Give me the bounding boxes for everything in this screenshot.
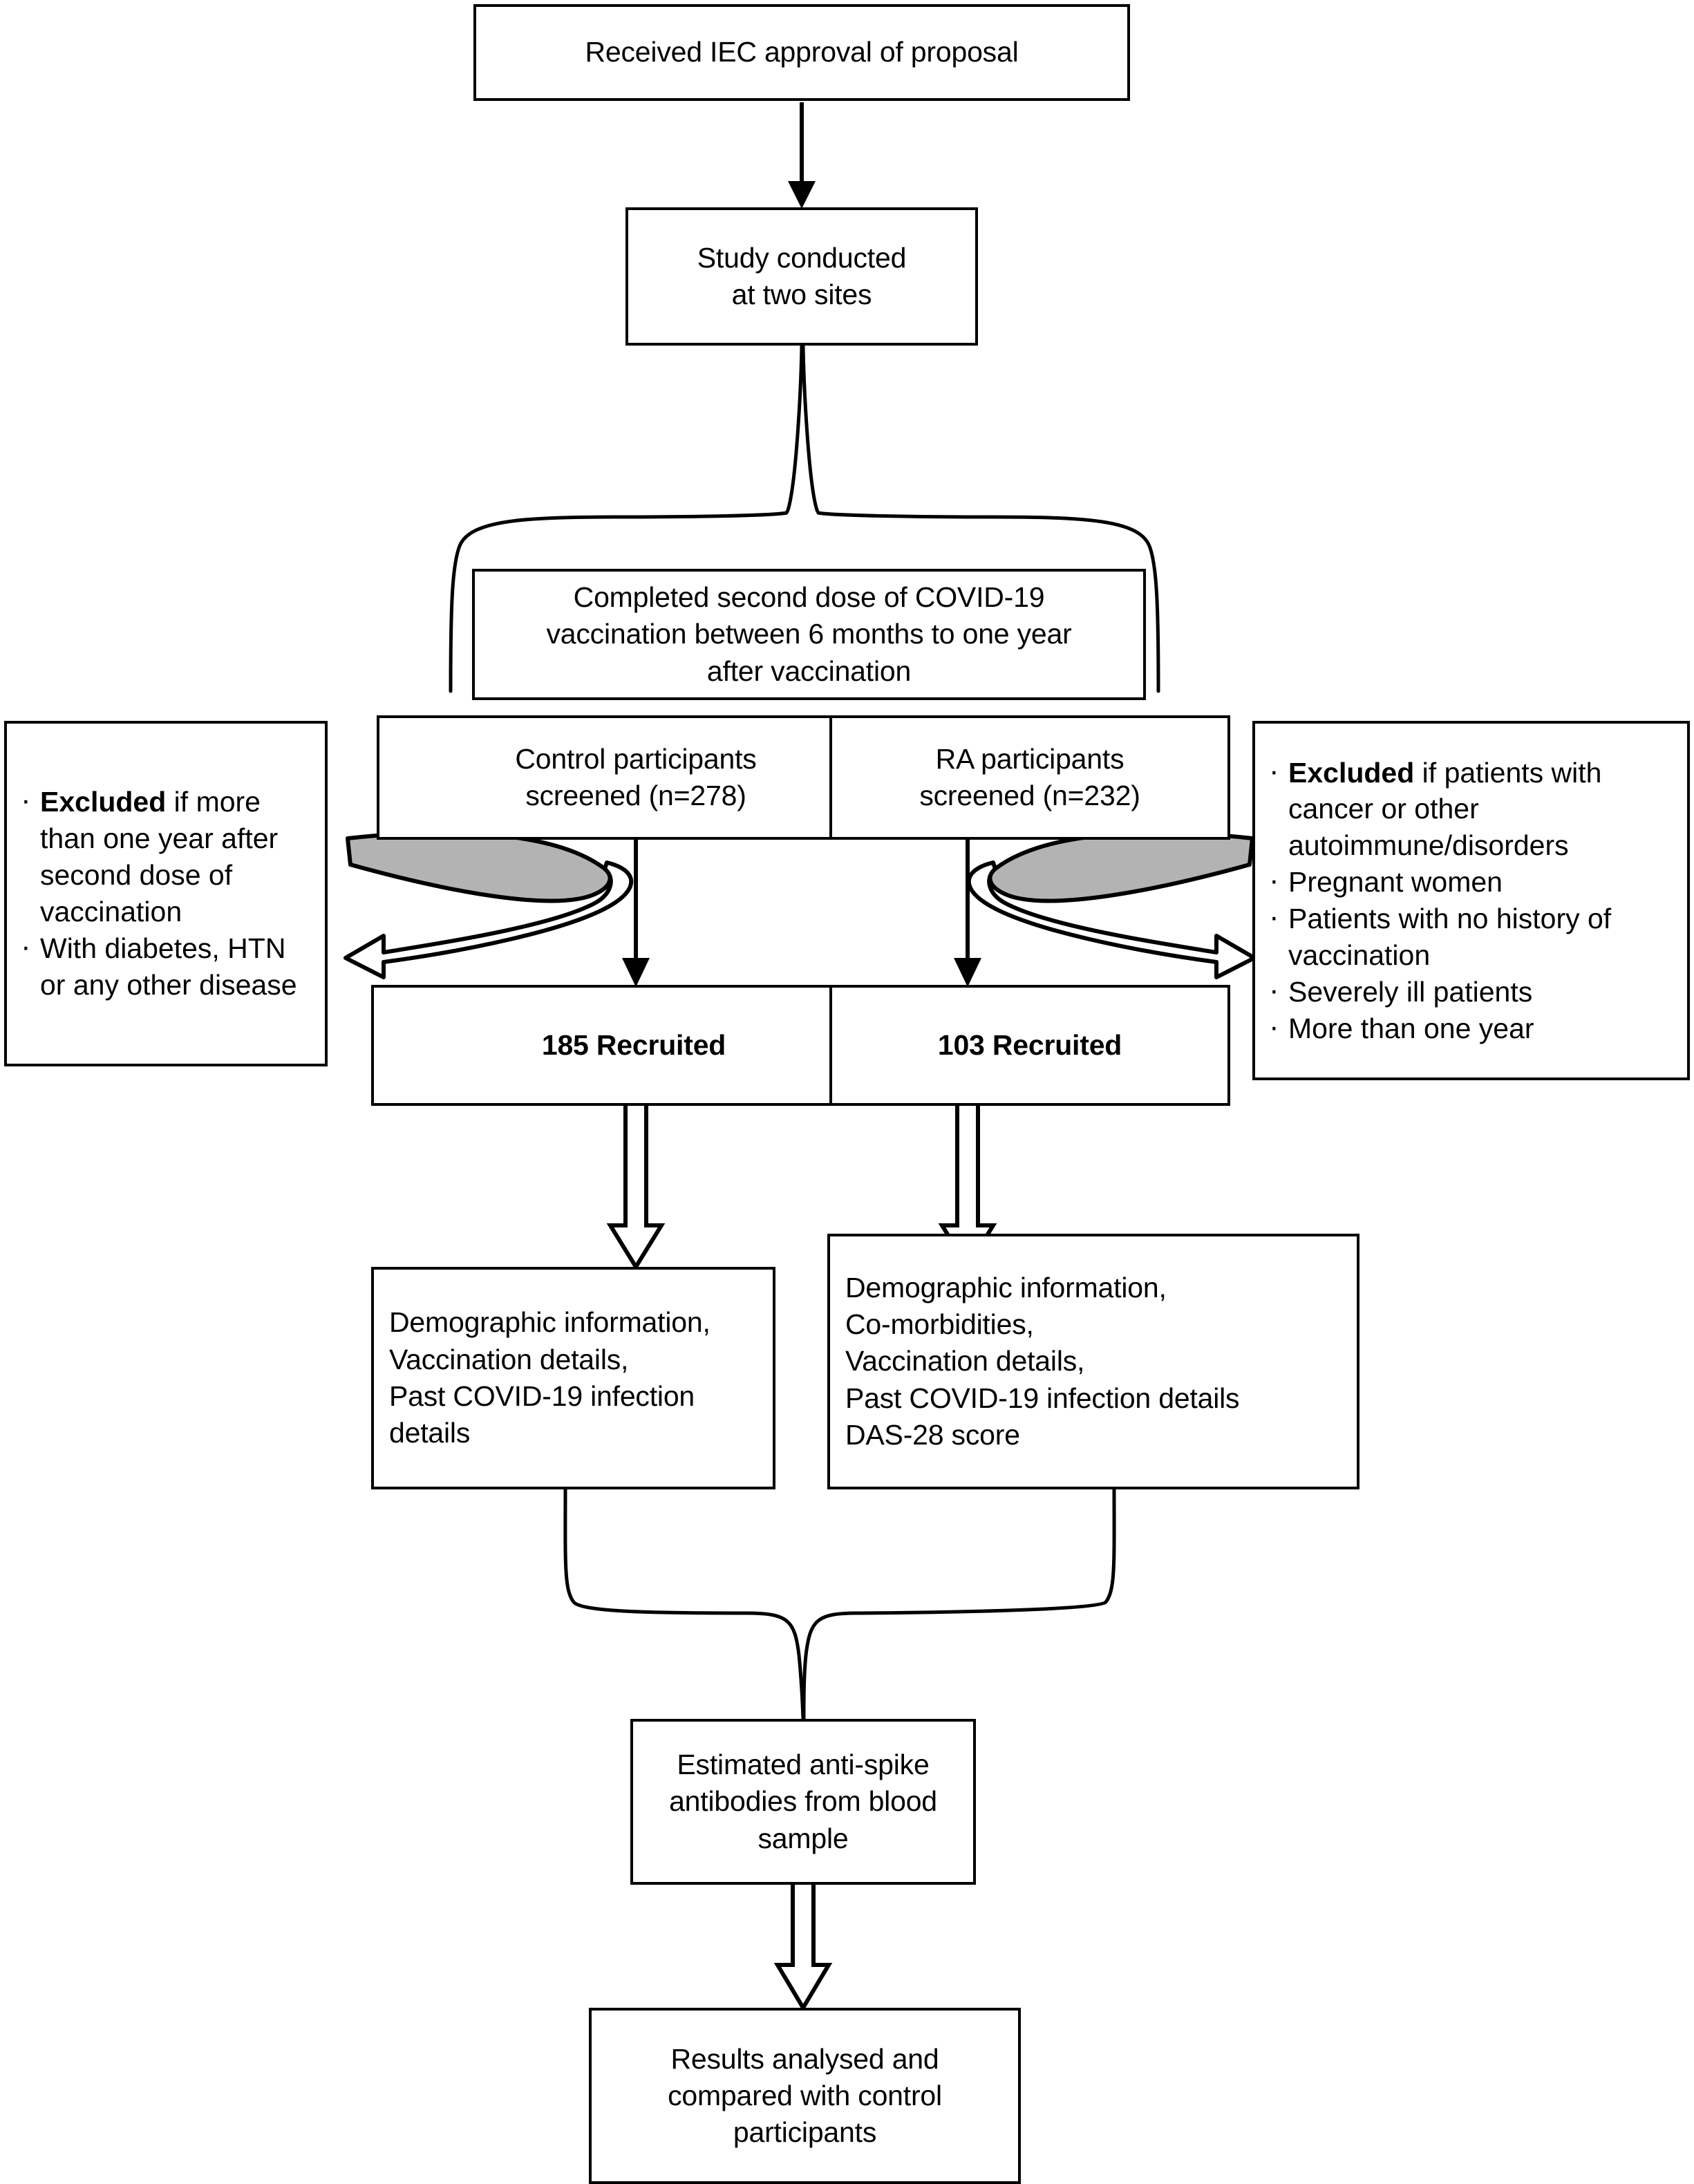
exclusion-item-lead: Excluded (1288, 756, 1415, 789)
connector-sites-brace-split (449, 343, 1160, 693)
exclusion-item: With diabetes, HTN or any other disease (17, 928, 315, 1004)
exclusion-item-rest: Severely ill patients (1288, 975, 1533, 1008)
node-antibodies[interactable]: Estimated anti-spike antibodies from blo… (630, 1719, 976, 1885)
node-iec-approval[interactable]: Received IEC approval of proposal (473, 4, 1130, 101)
node-control-recruited[interactable]: 185 Recruited (371, 985, 896, 1106)
node-results-label: Results analysed and compared with contr… (668, 2042, 942, 2149)
exclusion-item-rest: if more than one year after second dose … (40, 786, 279, 928)
node-control-screened-label: Control participants screened (n=278) (515, 742, 757, 811)
connector-ra-screened-to-recruited (954, 838, 981, 987)
connector-ra-exclusion-arrow (966, 831, 1257, 979)
node-completed-second-dose-label: Completed second dose of COVID-19 vaccin… (546, 581, 1072, 687)
node-study-sites[interactable]: Study conducted at two sites (625, 207, 978, 346)
exclusion-item: Excluded if patients with cancer or othe… (1265, 752, 1677, 865)
node-control-data-label: Demographic information, Vaccination det… (389, 1306, 710, 1449)
node-control-recruited-label: 185 Recruited (541, 1028, 726, 1061)
connector-data-merge-brace (563, 1486, 1116, 1721)
exclusion-box-ra[interactable]: Excluded if patients with cancer or othe… (1252, 721, 1690, 1080)
node-ra-recruited[interactable]: 103 Recruited (829, 985, 1230, 1106)
node-control-data[interactable]: Demographic information, Vaccination det… (371, 1267, 775, 1489)
exclusion-item-lead: Excluded (40, 786, 167, 818)
exclusion-item-rest: Pregnant women (1288, 866, 1503, 898)
exclusion-box-control[interactable]: Excluded if more than one year after sec… (4, 721, 328, 1066)
connector-antibodies-to-results (773, 1880, 833, 2012)
exclusion-item: Severely ill patients (1265, 971, 1677, 1010)
exclusion-item-rest: With diabetes, HTN or any other disease (40, 932, 297, 1001)
node-control-screened[interactable]: Control participants screened (n=278) (377, 715, 895, 840)
exclusion-list-control: Excluded if more than one year after sec… (7, 781, 325, 1004)
node-completed-second-dose[interactable]: Completed second dose of COVID-19 vaccin… (472, 569, 1146, 700)
node-study-sites-label: Study conducted at two sites (697, 241, 907, 310)
connector-control-recruited-to-data (606, 1102, 666, 1271)
node-iec-approval-label: Received IEC approval of proposal (585, 36, 1019, 68)
node-results[interactable]: Results analysed and compared with contr… (589, 2008, 1021, 2184)
node-ra-screened[interactable]: RA participants screened (n=232) (829, 715, 1230, 840)
exclusion-item: Excluded if more than one year after sec… (17, 781, 315, 930)
connector-control-screened-to-recruited (622, 838, 650, 987)
node-antibodies-label: Estimated anti-spike antibodies from blo… (669, 1749, 937, 1854)
exclusion-list-ra: Excluded if patients with cancer or othe… (1255, 752, 1687, 1047)
exclusion-item-rest: if patients with cancer or other autoimm… (1288, 756, 1602, 862)
node-ra-screened-label: RA participants screened (n=232) (919, 742, 1140, 811)
exclusion-item-rest: Patients with no history of vaccination (1288, 903, 1612, 971)
connector-approval-to-sites (788, 102, 816, 209)
node-ra-data[interactable]: Demographic information, Co-morbidities,… (827, 1234, 1359, 1489)
exclusion-item: More than one year (1265, 1008, 1677, 1047)
node-ra-recruited-label: 103 Recruited (937, 1028, 1122, 1061)
exclusion-item: Pregnant women (1265, 861, 1677, 901)
node-ra-data-label: Demographic information, Co-morbidities,… (845, 1271, 1240, 1451)
exclusion-item-rest: More than one year (1288, 1012, 1534, 1044)
connector-control-exclusion-arrow (343, 831, 634, 979)
exclusion-item: Patients with no history of vaccination (1265, 898, 1677, 974)
